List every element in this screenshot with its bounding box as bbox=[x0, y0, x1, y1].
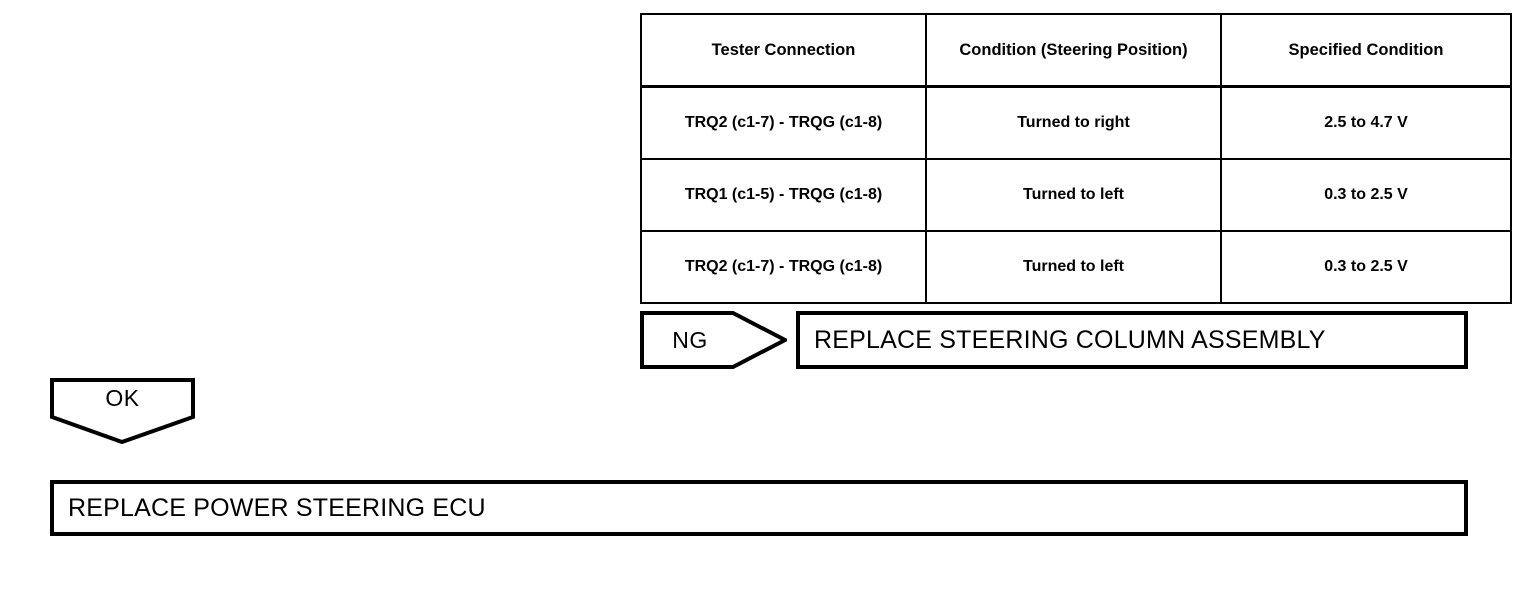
cell-condition: Turned to left bbox=[925, 230, 1222, 304]
ok-tag-label: OK bbox=[105, 384, 140, 411]
cell-condition: Turned to right bbox=[925, 85, 1222, 160]
column-header-tester-connection: Tester Connection bbox=[640, 13, 927, 88]
table-row: TRQ2 (c1-7) - TRQG (c1-8) Turned to righ… bbox=[640, 85, 1512, 160]
specification-table: Tester Connection Condition (Steering Po… bbox=[640, 13, 1512, 304]
specification-table-container: Tester Connection Condition (Steering Po… bbox=[640, 13, 1512, 304]
cell-tester-connection: TRQ2 (c1-7) - TRQG (c1-8) bbox=[640, 85, 927, 160]
replace-power-steering-ecu-label: REPLACE POWER STEERING ECU bbox=[68, 493, 486, 522]
ng-arrow-tag: NG bbox=[640, 311, 787, 369]
ok-arrow-tag: OK bbox=[50, 378, 195, 444]
replace-steering-column-label: REPLACE STEERING COLUMN ASSEMBLY bbox=[814, 325, 1326, 354]
cell-tester-connection: TRQ1 (c1-5) - TRQG (c1-8) bbox=[640, 158, 927, 232]
cell-tester-connection: TRQ2 (c1-7) - TRQG (c1-8) bbox=[640, 230, 927, 304]
down-arrow-pentagon-icon bbox=[50, 378, 195, 444]
table-row: TRQ2 (c1-7) - TRQG (c1-8) Turned to left… bbox=[640, 230, 1512, 304]
column-header-specified-condition: Specified Condition bbox=[1220, 13, 1512, 88]
ng-branch-row: NG REPLACE STEERING COLUMN ASSEMBLY bbox=[640, 311, 1468, 369]
cell-specified-condition: 0.3 to 2.5 V bbox=[1220, 158, 1512, 232]
table-body: TRQ2 (c1-7) - TRQG (c1-8) Turned to righ… bbox=[640, 85, 1512, 304]
replace-steering-column-box: REPLACE STEERING COLUMN ASSEMBLY bbox=[796, 311, 1468, 369]
cell-condition: Turned to left bbox=[925, 158, 1222, 232]
table-header: Tester Connection Condition (Steering Po… bbox=[640, 13, 1512, 88]
cell-specified-condition: 0.3 to 2.5 V bbox=[1220, 230, 1512, 304]
right-arrow-pentagon-icon bbox=[640, 311, 787, 369]
cell-specified-condition: 2.5 to 4.7 V bbox=[1220, 85, 1512, 160]
table-row: TRQ1 (c1-5) - TRQG (c1-8) Turned to left… bbox=[640, 158, 1512, 232]
column-header-condition: Condition (Steering Position) bbox=[925, 13, 1222, 88]
table-header-row: Tester Connection Condition (Steering Po… bbox=[640, 13, 1512, 88]
replace-power-steering-ecu-box: REPLACE POWER STEERING ECU bbox=[50, 480, 1468, 536]
ng-tag-label: NG bbox=[672, 326, 708, 353]
